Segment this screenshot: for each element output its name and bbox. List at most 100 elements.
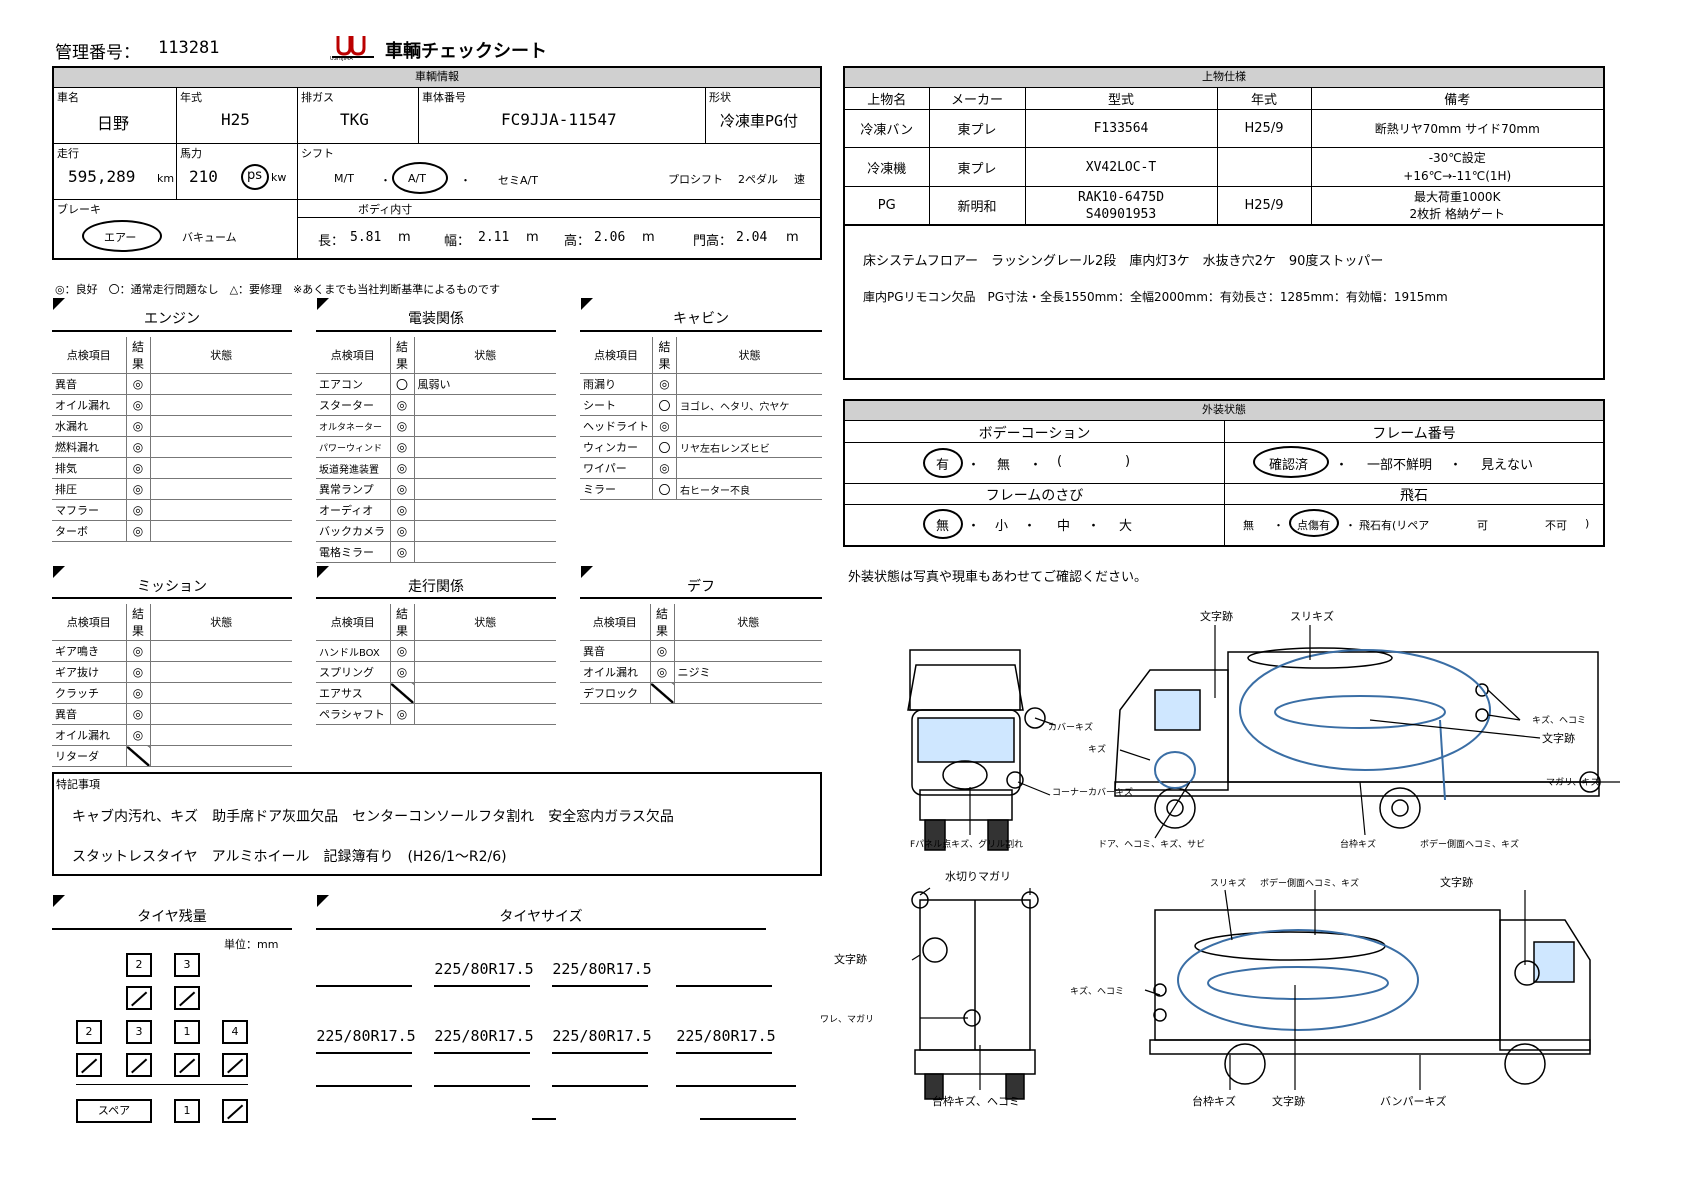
vehicle-info-header: 車輌情報 bbox=[54, 68, 820, 88]
chip-spot-circle bbox=[1289, 509, 1339, 537]
upper-cell: H25/9 bbox=[1217, 109, 1312, 148]
upper-cell bbox=[1217, 147, 1312, 187]
mileage-cell: 走行 595,289 km bbox=[54, 144, 177, 200]
section-marker-icon bbox=[53, 298, 65, 310]
exterior-note: 外装状態は写真や現車もあわせてご確認ください。 bbox=[848, 570, 1148, 585]
tire-remain-title: タイヤ残量 bbox=[137, 909, 207, 925]
table-row: 異音◎ bbox=[580, 640, 822, 662]
width-unit: m bbox=[526, 230, 539, 245]
gate-height-unit: m bbox=[786, 230, 799, 245]
table-cell bbox=[150, 499, 292, 521]
shift-mt: M/T bbox=[334, 172, 354, 185]
management-number: 113281 bbox=[158, 38, 220, 58]
chip-spot: 点傷有 bbox=[1297, 519, 1330, 532]
table-cell: ◎ bbox=[126, 436, 151, 458]
col-item: 点検項目 bbox=[580, 337, 653, 374]
table-cell: パワーウィンド bbox=[316, 436, 391, 458]
table-row: 電格ミラー◎ bbox=[316, 541, 556, 563]
table-cell bbox=[414, 478, 556, 500]
hp-unit-ps: ps bbox=[247, 168, 263, 183]
shift-label: シフト bbox=[301, 147, 334, 160]
chip-ng: 不可 bbox=[1545, 519, 1567, 532]
sep: ・ bbox=[1449, 458, 1463, 473]
body-dim-label: ボディ内寸 bbox=[358, 203, 413, 216]
table-cell: 右ヒーター不良 bbox=[676, 478, 822, 500]
brake-cell: ブレーキ エアー バキューム bbox=[54, 200, 298, 258]
table-cell: ◎ bbox=[126, 394, 151, 416]
car-name-label: 車名 bbox=[57, 91, 79, 104]
logo-mark-icon bbox=[332, 36, 374, 58]
annotation-text: 文字跡 bbox=[1440, 875, 1473, 889]
table-cell: ◎ bbox=[390, 499, 415, 521]
management-number-label: 管理番号： bbox=[55, 43, 140, 63]
table-cell bbox=[150, 724, 292, 746]
table-row: 異音◎ bbox=[52, 373, 292, 395]
paren-open: ( bbox=[1057, 454, 1063, 469]
annotation-text: スリキズ bbox=[1290, 609, 1334, 623]
table-cell: ◎ bbox=[126, 682, 151, 704]
tire-box-front-3: 3 bbox=[174, 953, 200, 977]
annotation-text: ドア、ヘコミ、キズ、サビ bbox=[1098, 838, 1205, 850]
damage-area-ellipse bbox=[1239, 649, 1491, 771]
bodycoat-yes: 有 bbox=[936, 458, 950, 473]
upper-note-line: +16℃→-11℃(1H) bbox=[1403, 169, 1512, 183]
tire-size-front-right: 225/80R17.5 bbox=[552, 960, 652, 978]
logo-text: USHIJIMA bbox=[330, 56, 353, 62]
annotation-text: 文字跡 bbox=[1272, 1094, 1305, 1108]
col-state: 状態 bbox=[674, 604, 822, 641]
col-result: 結果 bbox=[126, 604, 151, 641]
paren-close: ) bbox=[1585, 517, 1590, 530]
table-row: 坂道発進装置◎ bbox=[316, 457, 556, 479]
mileage-unit: km bbox=[157, 172, 175, 185]
logo: USHIJIMA bbox=[330, 34, 376, 62]
year-label: 年式 bbox=[180, 91, 202, 104]
chip-ok: 可 bbox=[1477, 519, 1488, 532]
chassis-cell: 車体番号 FC9JJA-11547 bbox=[419, 88, 706, 144]
horsepower-cell: 馬力 210 ps kw bbox=[177, 144, 298, 200]
table-cell: ヘッドライト bbox=[580, 415, 653, 437]
tire-box-front-2: 2 bbox=[126, 953, 152, 977]
col-result: 結果 bbox=[650, 604, 675, 641]
table-cell bbox=[414, 682, 556, 704]
emission-label: 排ガス bbox=[301, 91, 334, 104]
table-cell: / bbox=[390, 682, 415, 704]
table-cell: ◎ bbox=[652, 457, 677, 479]
page-title: 車輌チェックシート bbox=[385, 41, 547, 62]
tire-box-rear-2: 2 bbox=[76, 1020, 102, 1044]
table-row: クラッチ◎ bbox=[52, 682, 292, 704]
length-label: 長： bbox=[318, 234, 345, 249]
col-state: 状態 bbox=[414, 337, 556, 374]
table-row: ターボ◎ bbox=[52, 520, 292, 542]
tire-box-rear-1: 1 bbox=[174, 1020, 200, 1044]
section-marker-icon bbox=[53, 895, 65, 907]
tire-box-front-empty bbox=[174, 986, 200, 1010]
table-cell: スプリング bbox=[316, 661, 391, 683]
table-cell bbox=[150, 457, 292, 479]
upper-cell: 東プレ bbox=[929, 109, 1026, 148]
table-row: ギア鳴き◎ bbox=[52, 640, 292, 662]
exterior-header: 外装状態 bbox=[845, 401, 1603, 421]
section-marker-icon bbox=[581, 298, 593, 310]
table-cell: 〇 bbox=[390, 373, 415, 395]
drive-title: 走行関係 bbox=[408, 579, 464, 595]
table-cell: マフラー bbox=[52, 499, 127, 521]
remarks-line-2: スタットレスタイヤ アルミホイール 記録簿有り (H26/1～R2/6) bbox=[72, 849, 507, 865]
legend: ◎：良好 〇：通常走行問題なし △：要修理 ※あくまでも当社判断基準によるもので… bbox=[55, 283, 500, 296]
table-cell: バックカメラ bbox=[316, 520, 391, 542]
table-cell: 異音 bbox=[52, 703, 127, 725]
table-cell: オーディオ bbox=[316, 499, 391, 521]
section-marker-icon bbox=[317, 895, 329, 907]
section-marker-icon bbox=[317, 298, 329, 310]
chip-stone: 飛石有(リペア bbox=[1359, 519, 1430, 532]
tire-box-rear-empty bbox=[222, 1053, 248, 1077]
table-cell: 風弱い bbox=[414, 373, 556, 395]
table-row: 冷凍バン 東プレ F133564 H25/9 断熱リヤ70mm サイド70mm bbox=[845, 109, 1603, 148]
section-marker-icon bbox=[317, 566, 329, 578]
length-value: 5.81 bbox=[350, 230, 382, 245]
rust-header: フレームのさび bbox=[985, 488, 1084, 504]
gate-height-label: 門高： bbox=[693, 234, 733, 249]
table-cell: エアコン bbox=[316, 373, 391, 395]
table-row: エアコン〇風弱い bbox=[316, 373, 556, 395]
width-label: 幅： bbox=[444, 234, 471, 249]
table-cell bbox=[414, 436, 556, 458]
